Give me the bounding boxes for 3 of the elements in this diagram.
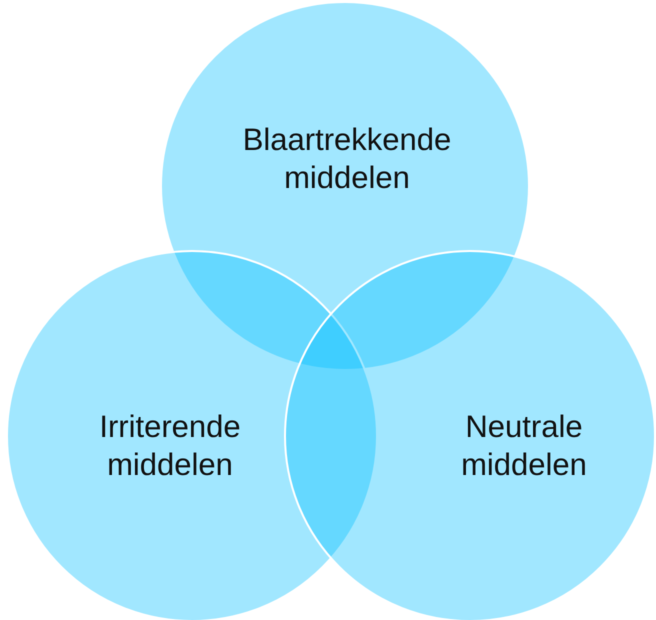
- circle-label: Neutrale middelen: [460, 408, 588, 484]
- circle-label: Irriterende middelen: [98, 408, 242, 484]
- circle-label: Blaartrekkende middelen: [242, 121, 452, 197]
